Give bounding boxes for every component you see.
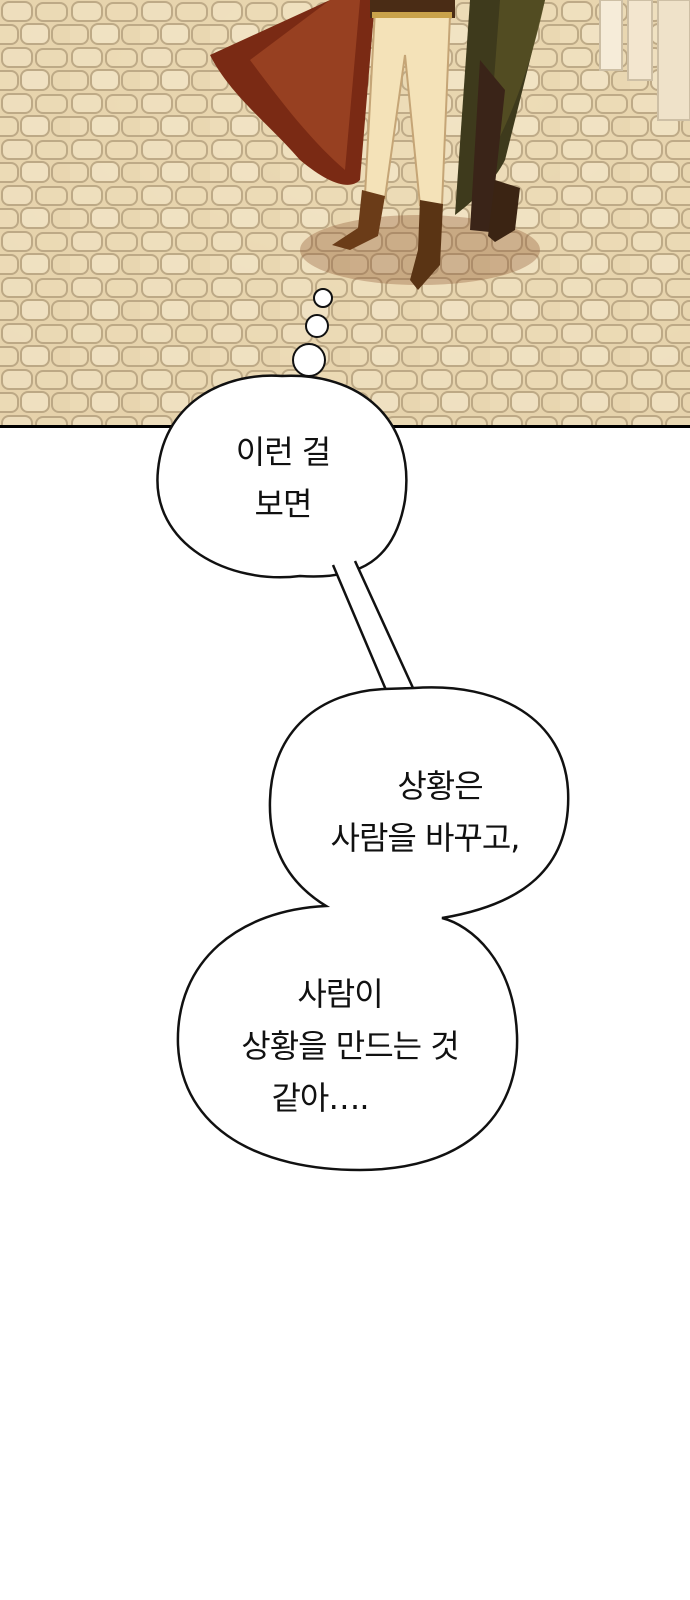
bubble-3-text: 사람이 상황을 만드는 것 같아…. [215,968,485,1124]
bubble-1-line-1: 이런 걸 [235,433,332,471]
comic-panel-street-scene [0,0,690,428]
bubble-3-line-1: 사람이 [297,975,383,1013]
dark-boot [488,180,520,242]
bubble-connector [331,560,415,692]
left-boot [332,190,385,250]
bubble-3-line-2: 상황을 만드는 것 [241,1027,459,1065]
cobblestone-street-illustration [0,0,690,425]
stone-pillars [599,0,690,121]
bubble-1-line-2: 보면 [254,485,313,523]
bubble-2-text: 상황은 사람을 바꾸고, [300,760,550,864]
bubble-3-line-3: 같아…. [271,1079,369,1117]
right-boot [410,200,443,290]
bubble-2-line-1: 상황은 [397,767,483,805]
bubble-2-line-2: 사람을 바꾸고, [330,819,521,857]
bubble-1-text: 이런 걸 보면 [178,426,388,530]
